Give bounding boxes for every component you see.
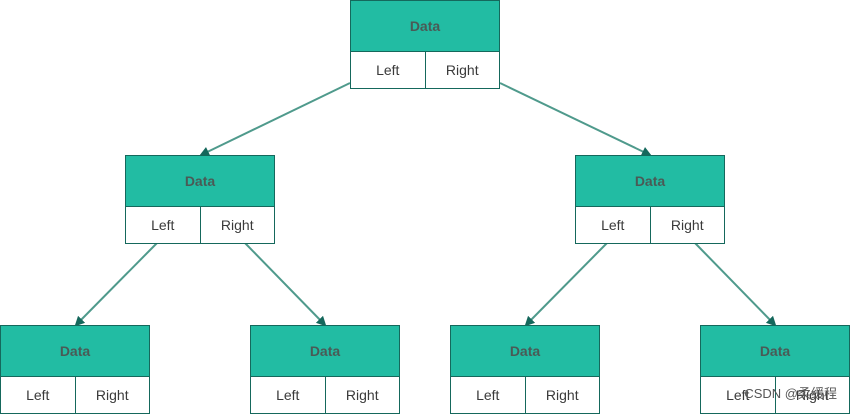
node-left-left: Data Left Right — [0, 325, 150, 414]
node-data-cell: Data — [576, 156, 724, 207]
node-right-left: Data Left Right — [450, 325, 600, 414]
node-left-pointer: Left — [351, 52, 426, 88]
node-root: Data Left Right — [350, 0, 500, 89]
node-right-pointer: Right — [220, 217, 254, 233]
node-left-pointer: Left — [1, 377, 76, 413]
node-left-right: Data Left Right — [250, 325, 400, 414]
watermark: CSDN @柔缓程 — [744, 386, 837, 401]
node-data-cell: Data — [126, 156, 274, 207]
node-data-cell: Data — [701, 326, 849, 377]
edge-root-to-left — [199, 82, 351, 157]
node-left-pointer: Left — [701, 377, 776, 413]
node-right: Data Left Right — [575, 155, 725, 244]
node-right-pointer: Right — [345, 387, 379, 403]
edge-right-to-right — [694, 242, 777, 327]
node-left: Data Left Right — [125, 155, 275, 244]
node-data-cell: Data — [251, 326, 399, 377]
edge-root-to-right — [499, 82, 652, 157]
node-right-right: Data Left Right — [700, 325, 850, 414]
node-left-pointer: Left — [126, 207, 201, 243]
node-right-pointer: Right — [445, 62, 479, 78]
node-right-pointer: Right — [545, 387, 579, 403]
edge-left-to-left — [74, 242, 158, 327]
node-left-pointer: Left — [451, 377, 526, 413]
edge-left-to-right — [244, 242, 327, 327]
node-right-pointer: Right — [95, 387, 129, 403]
node-left-pointer: Left — [576, 207, 651, 243]
node-data-cell: Data — [451, 326, 599, 377]
node-right-pointer: Right — [670, 217, 704, 233]
node-data-cell: Data — [351, 1, 499, 52]
node-right-pointer: Right — [795, 387, 829, 403]
node-left-pointer: Left — [251, 377, 326, 413]
edge-right-to-left — [524, 242, 608, 327]
node-data-cell: Data — [1, 326, 149, 377]
